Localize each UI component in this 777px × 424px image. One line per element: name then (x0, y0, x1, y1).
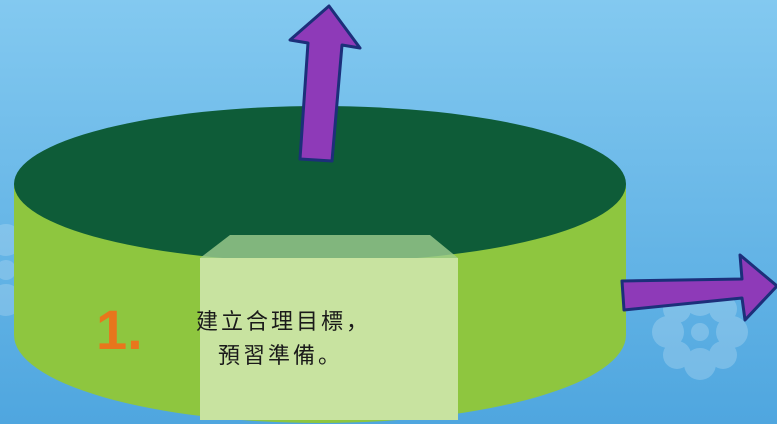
step-number: 1. (96, 298, 143, 361)
arrow-right-icon (620, 253, 777, 322)
panel-front (200, 258, 458, 420)
panel-top (200, 235, 458, 258)
arrow-up-icon (288, 4, 362, 163)
step-text-line-1: 建立合理目標， (196, 310, 372, 335)
step-text-line-2: 預習準備。 (218, 344, 344, 369)
cylinder-top (14, 106, 626, 262)
step-text: 建立合理目標， 預習準備。 (196, 306, 466, 374)
